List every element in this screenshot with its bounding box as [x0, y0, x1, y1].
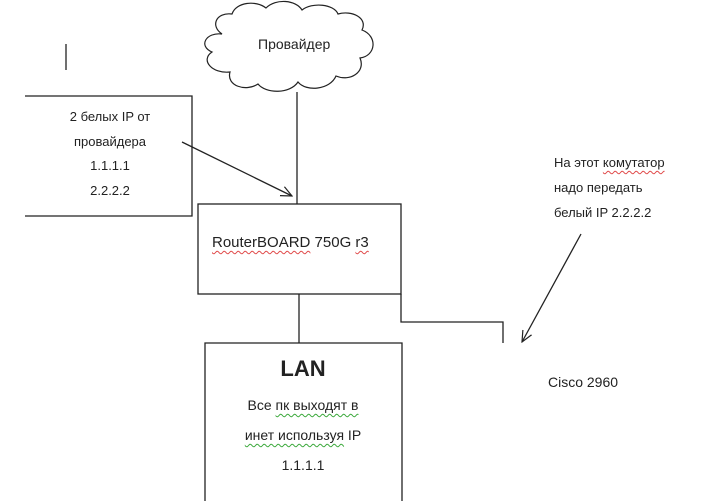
- provider-label: Провайдер: [258, 36, 331, 52]
- switch-note-arrow: [522, 233, 582, 342]
- ip-note-arrow: [181, 141, 292, 196]
- switch-label: Cisco 2960: [548, 374, 619, 390]
- switch-note-line-2: надо передать: [554, 180, 643, 195]
- router-switch-link: [400, 294, 504, 343]
- router-box: [197, 203, 402, 295]
- lan-box: [204, 342, 403, 501]
- router-label-part-1: RouterBOARD: [212, 234, 311, 251]
- lan-line-1: Все пк выходят в: [248, 398, 359, 412]
- ip-note-line-4: 2.2.2.2: [90, 183, 130, 198]
- lan-line-1-part-2: пк выходят в: [275, 397, 359, 413]
- ip-note-line-2: провайдера: [73, 134, 147, 149]
- router-label: RouterBOARD 750G r3: [212, 235, 369, 250]
- router-label-part-2: 750G: [310, 234, 356, 251]
- provider-cloud-shape: [204, 0, 374, 92]
- lan-line-1-part-1: Все: [247, 397, 276, 413]
- ip-note-line-3: 1.1.1.1: [90, 158, 130, 173]
- switch-note-line-1-part-1: На этот: [554, 155, 603, 170]
- lan-title: LAN: [280, 356, 326, 381]
- lan-line-2-part-2: IP: [344, 427, 362, 443]
- lan-line-3: 1.1.1.1: [281, 457, 325, 473]
- ip-note-line-1: 2 белых IP от: [69, 109, 151, 124]
- switch-note-line-1-part-2: комутатор: [602, 155, 665, 170]
- switch-note-line-3: белый IP 2.2.2.2: [554, 205, 652, 220]
- switch-note-line-1: На этот комутатор: [554, 156, 665, 169]
- ip-note-box: [25, 95, 193, 217]
- lan-line-2-part-1: инет используя: [244, 427, 345, 443]
- lan-line-2: инет используя IP: [245, 428, 361, 442]
- router-label-part-3: r3: [355, 234, 369, 251]
